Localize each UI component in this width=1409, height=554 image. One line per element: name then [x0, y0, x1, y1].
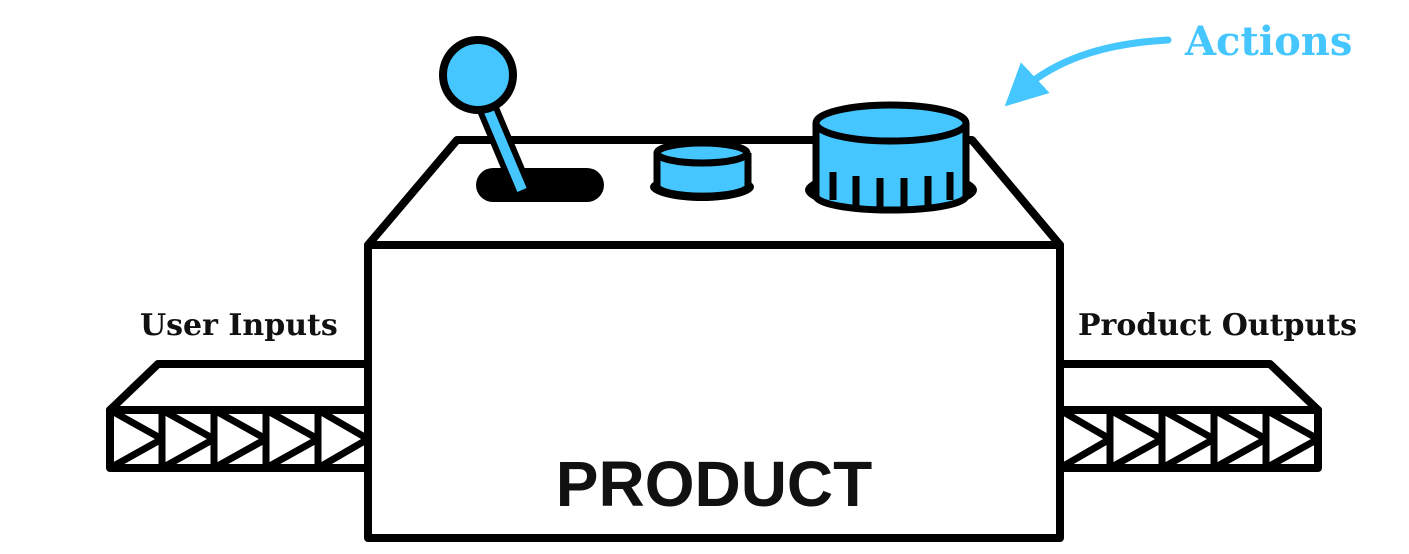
user-inputs-label: User Inputs	[140, 308, 338, 343]
lever-icon	[439, 36, 604, 202]
product-box-front	[364, 241, 1064, 542]
output-conveyor-belt	[1056, 360, 1322, 472]
input-conveyor-belt	[106, 360, 372, 472]
curved-arrow-icon	[1004, 36, 1172, 107]
product-label: PRODUCT	[556, 448, 872, 520]
small-knob-icon	[650, 139, 754, 201]
product-outputs-label: Product Outputs	[1078, 308, 1357, 343]
large-dial-icon	[805, 101, 977, 214]
actions-label: Actions	[1184, 18, 1352, 65]
